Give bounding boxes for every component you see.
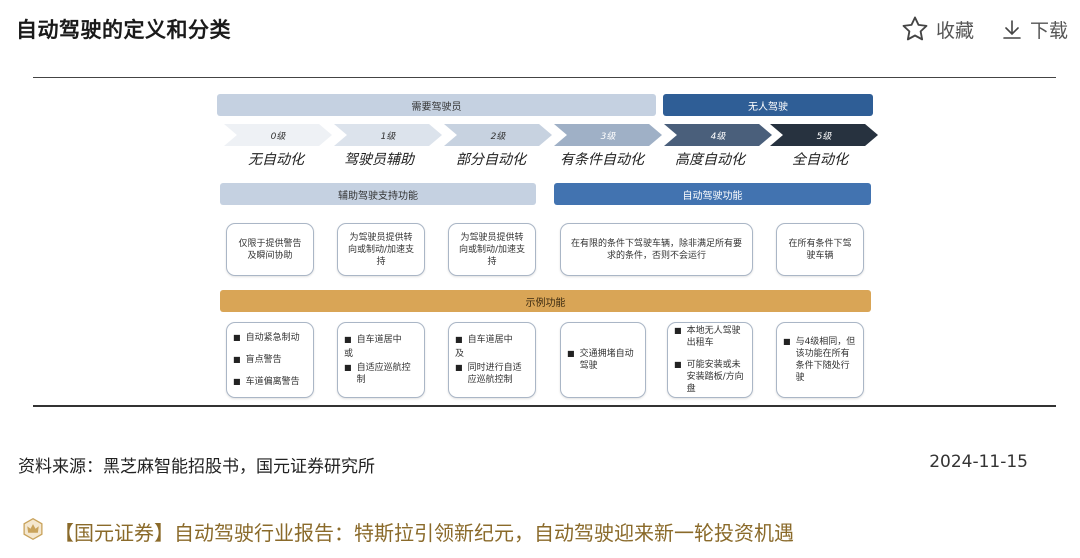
level-1-name: 驾驶员辅助 <box>344 152 414 168</box>
example-connector: 或 <box>344 349 354 359</box>
level-3-4-description: 在有限的条件下驾驶车辆，除非满足所有要求的条件，否则不会运行 <box>560 223 753 276</box>
level-3-chevron: 3级 <box>554 124 662 146</box>
example-item: 与4级相同，但该功能在所有条件下随处行驶 <box>783 336 857 384</box>
example-item: 自车道居中 <box>344 334 418 346</box>
level-3-name: 有条件自动化 <box>560 152 644 168</box>
star-outline-icon <box>900 14 930 44</box>
auto-functions-bar: 自动驾驶功能 <box>554 183 871 205</box>
example-functions-bar: 示例功能 <box>220 290 871 312</box>
divider-bottom <box>33 405 1056 407</box>
level-5-chevron: 5级 <box>770 124 878 146</box>
example-item: 盲点警告 <box>233 354 307 366</box>
download-button[interactable]: 下载 <box>1000 16 1068 43</box>
level-1-description: 为驾驶员提供转向或制动/加速支持 <box>337 223 425 276</box>
example-item: 车道偏离警告 <box>233 376 307 388</box>
example-item: 自车道居中 <box>455 334 529 346</box>
level-2-examples: 自车道居中 及 同时进行自适应巡航控制 <box>448 322 536 398</box>
level-1-examples: 自车道居中 或 自适应巡航控制 <box>337 322 425 398</box>
example-item: 可能安装或未安装踏板/方向盘 <box>674 359 746 395</box>
download-label: 下载 <box>1029 19 1068 42</box>
example-item: 自适应巡航控制 <box>344 362 418 386</box>
example-item: 自动紧急制动 <box>233 332 307 344</box>
level-3-examples: 交通拥堵自动驾驶 <box>560 322 646 398</box>
level-4-examples: 本地无人驾驶出租车 可能安装或未安装踏板/方向盘 <box>667 322 753 398</box>
publish-date: 2024-11-15 <box>929 452 1028 472</box>
page-title: 自动驾驶的定义和分类 <box>16 18 231 42</box>
example-item: 本地无人驾驶出租车 <box>674 325 746 349</box>
no-driver-bar: 无人驾驶 <box>663 94 873 116</box>
related-report-title: 【国元证券】自动驾驶行业报告：特斯拉引领新纪元，自动驾驶迎来新一轮投资机遇 <box>54 521 794 545</box>
example-connector: 及 <box>455 349 465 359</box>
level-2-name: 部分自动化 <box>456 152 526 168</box>
level-0-description: 仅限于提供警告及瞬间协助 <box>226 223 314 276</box>
level-5-examples: 与4级相同，但该功能在所有条件下随处行驶 <box>776 322 864 398</box>
header-actions: 收藏 下载 <box>900 14 1068 44</box>
favorite-button[interactable]: 收藏 <box>900 14 974 44</box>
level-1-chevron: 1级 <box>334 124 442 146</box>
download-icon <box>1000 17 1024 41</box>
example-item: 交通拥堵自动驾驶 <box>567 348 639 372</box>
level-0-chevron: 0级 <box>224 124 332 146</box>
favorite-label: 收藏 <box>935 19 974 42</box>
level-2-chevron: 2级 <box>444 124 552 146</box>
assist-functions-bar: 辅助驾驶支持功能 <box>220 183 536 205</box>
level-2-description: 为驾驶员提供转向或制动/加速支持 <box>448 223 536 276</box>
need-driver-bar: 需要驾驶员 <box>217 94 656 116</box>
source-note: 资料来源：黑芝麻智能招股书，国元证券研究所 <box>18 457 375 477</box>
divider-top <box>33 77 1056 78</box>
level-0-examples: 自动紧急制动 盲点警告 车道偏离警告 <box>226 322 314 398</box>
level-4-name: 高度自动化 <box>675 152 745 168</box>
level-5-name: 全自动化 <box>792 152 848 168</box>
level-0-name: 无自动化 <box>248 152 304 168</box>
example-item: 同时进行自适应巡航控制 <box>455 362 529 386</box>
level-5-description: 在所有条件下驾驶车辆 <box>776 223 864 276</box>
crown-badge-icon <box>20 516 46 547</box>
level-4-chevron: 4级 <box>664 124 772 146</box>
related-report-link[interactable]: 【国元证券】自动驾驶行业报告：特斯拉引领新纪元，自动驾驶迎来新一轮投资机遇 <box>20 516 794 547</box>
